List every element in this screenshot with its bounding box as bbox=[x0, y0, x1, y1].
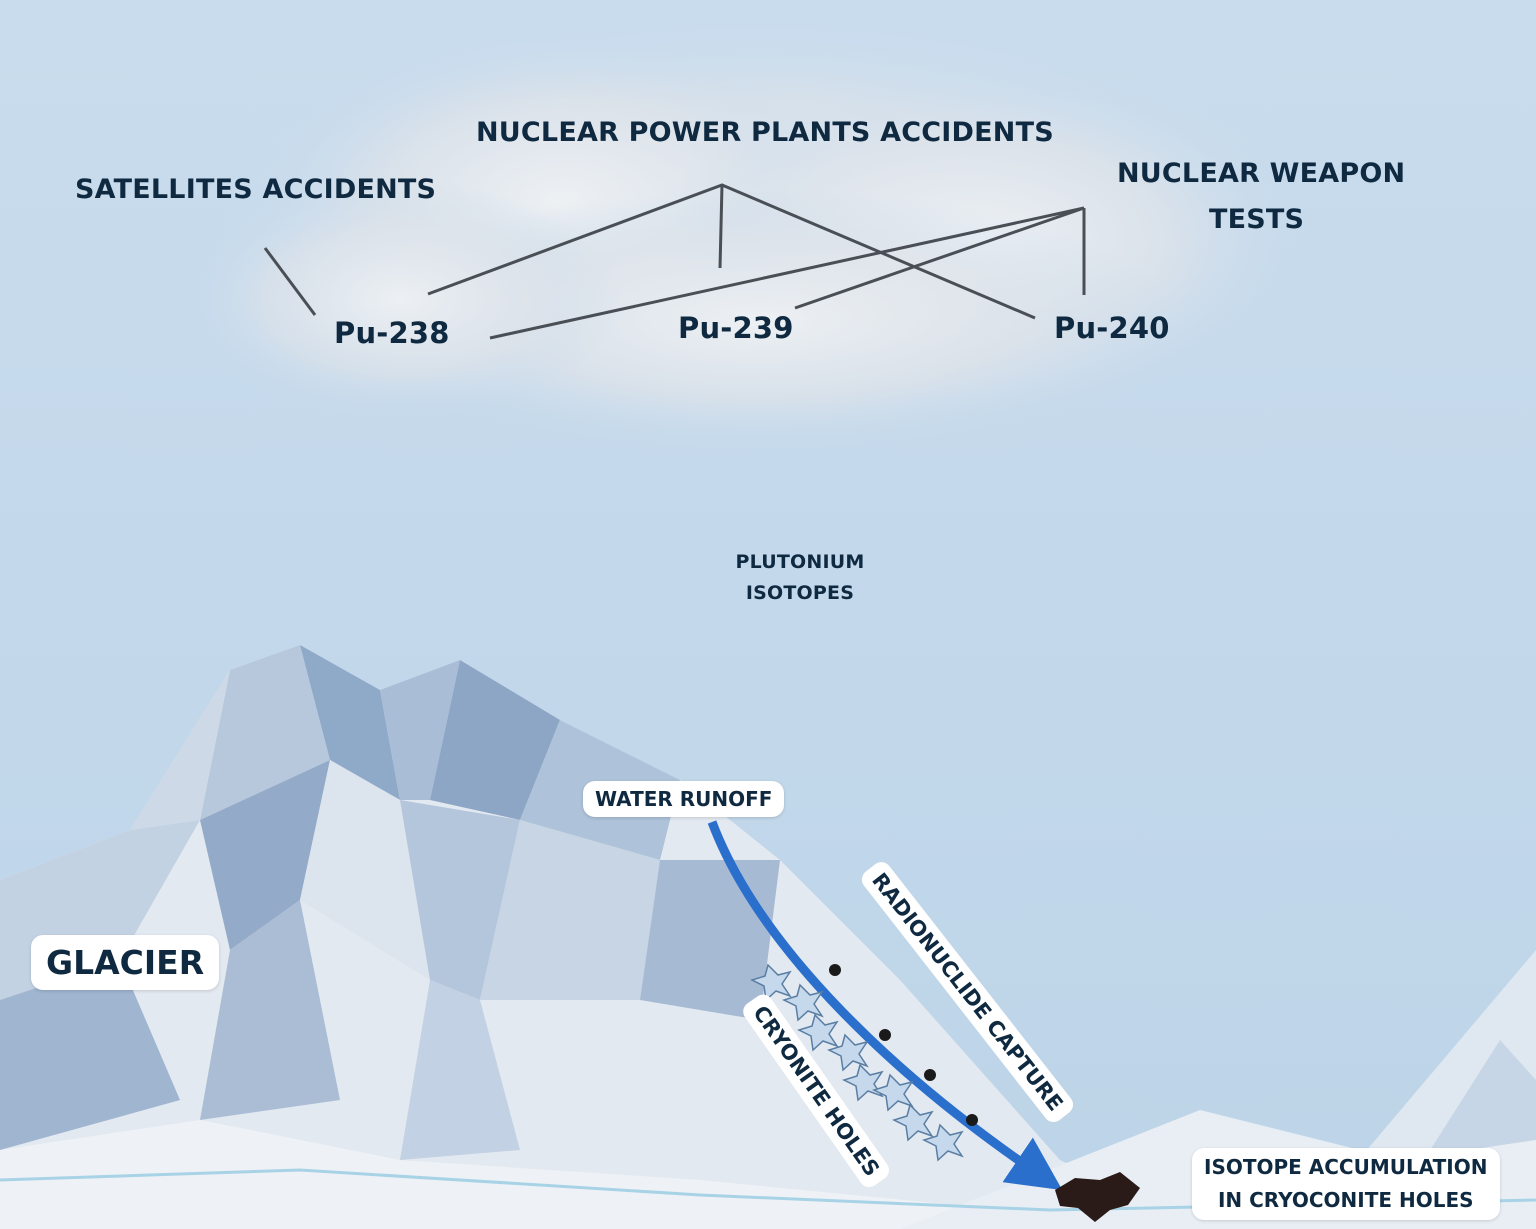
cryoconite-hole-icon bbox=[1055, 1172, 1140, 1222]
rain-streaks bbox=[278, 350, 1202, 700]
isotope-pu-238: Pu-238 bbox=[334, 316, 450, 350]
source-satellites-accidents: SATELLITES ACCIDENTS bbox=[75, 174, 437, 205]
plutonium-isotopes-label: PLUTONIUM ISOTOPES bbox=[730, 547, 870, 609]
isotope-accumulation-line2: IN CRYOCONITE HOLES bbox=[1217, 1188, 1474, 1212]
connector-lines bbox=[263, 183, 1086, 340]
glacier-label: GLACIER bbox=[31, 935, 220, 990]
plutonium-isotopes-line2: ISOTOPES bbox=[745, 582, 855, 604]
isotope-pu-240: Pu-240 bbox=[1054, 311, 1170, 345]
plutonium-isotopes-line1: PLUTONIUM bbox=[735, 551, 865, 573]
water-runoff-label: WATER RUNOFF bbox=[583, 781, 785, 817]
isotope-accumulation-line1: ISOTOPE ACCUMULATION bbox=[1204, 1155, 1488, 1179]
water-runoff-arrow bbox=[707, 820, 1063, 1191]
isotope-accumulation-label: ISOTOPE ACCUMULATION IN CRYOCONITE HOLES bbox=[1192, 1148, 1500, 1220]
cryoconite-hole-icons bbox=[749, 963, 964, 1162]
isotope-pu-239: Pu-239 bbox=[678, 311, 794, 345]
source-nuclear-power-plants-accidents: NUCLEAR POWER PLANTS ACCIDENTS bbox=[476, 117, 1054, 148]
source-nuclear-weapon-tests-line2: TESTS bbox=[1209, 204, 1305, 235]
source-nuclear-weapon-tests-line1: NUCLEAR WEAPON bbox=[1117, 158, 1406, 189]
captured-particle-icons bbox=[829, 964, 978, 1126]
